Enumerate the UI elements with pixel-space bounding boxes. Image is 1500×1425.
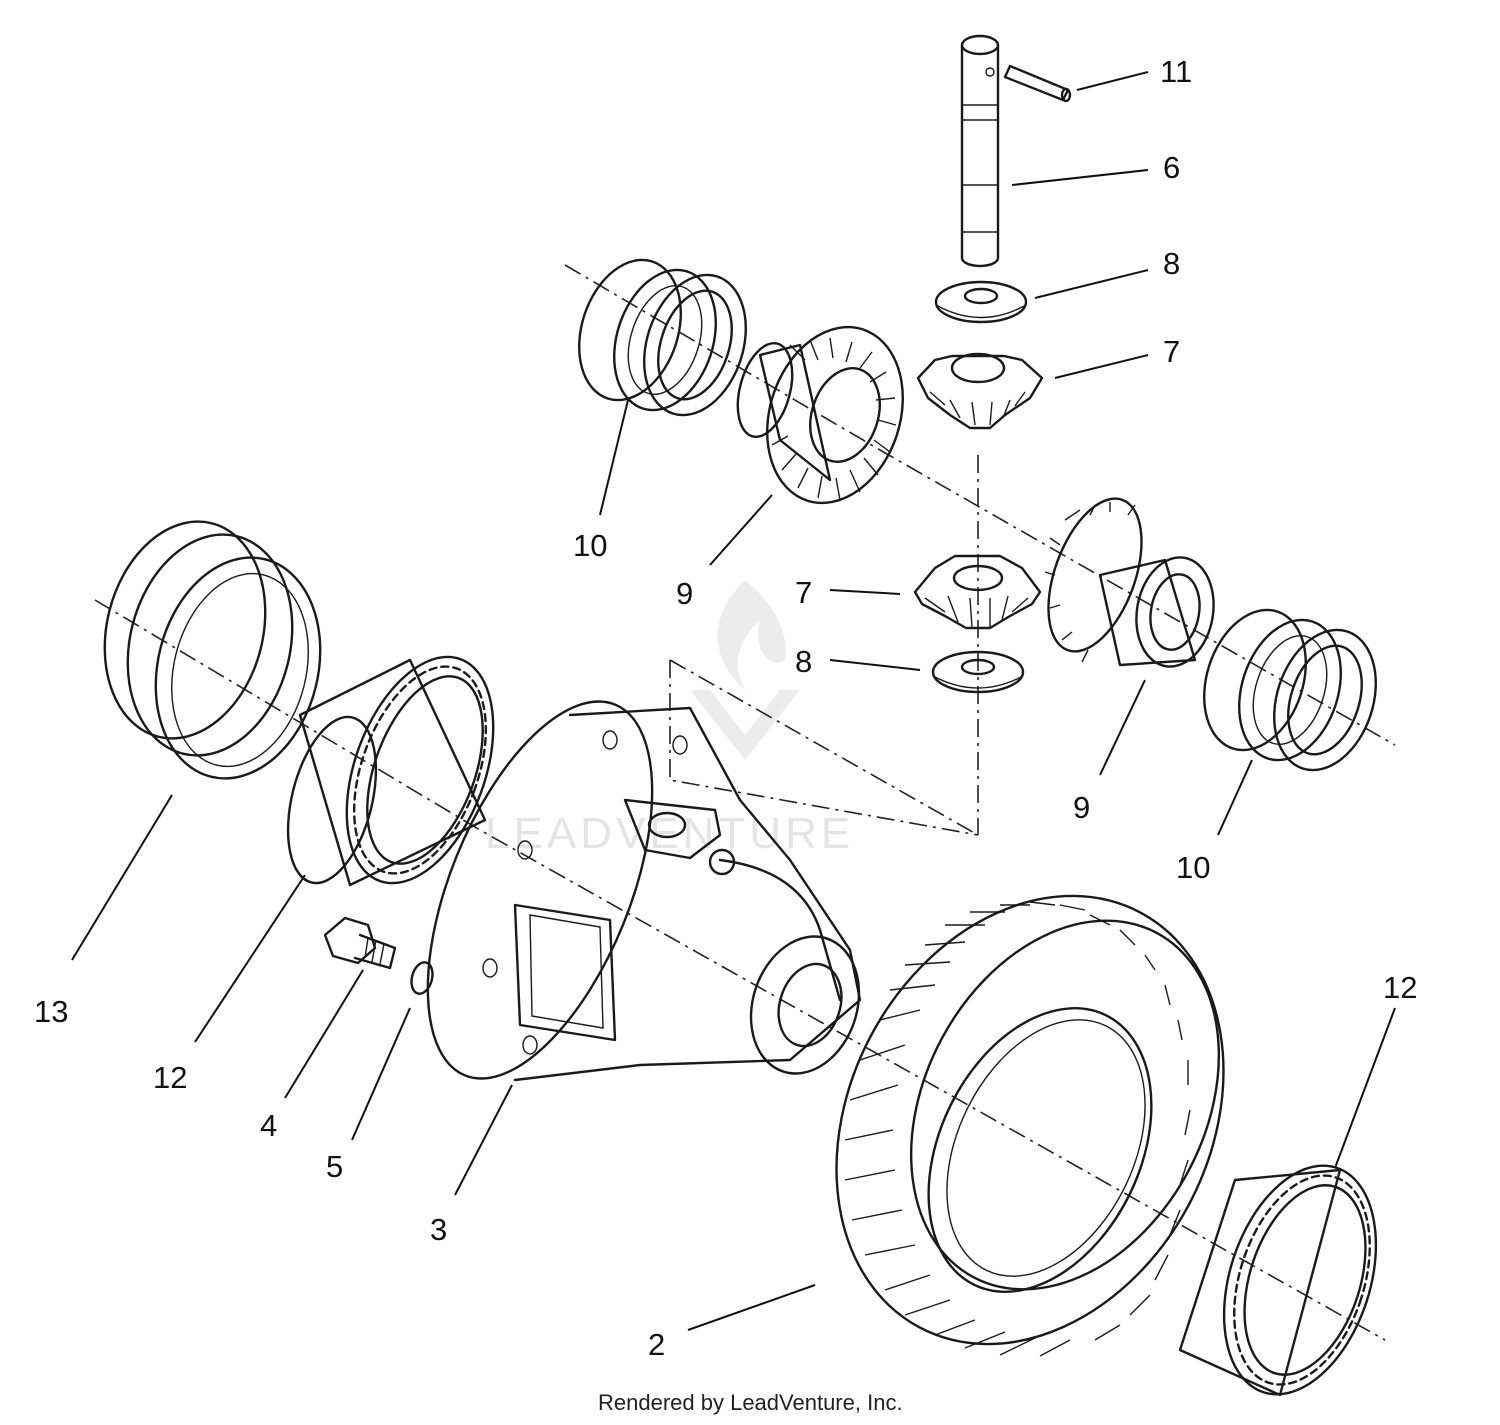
callout-7-upper: 7 [1163, 334, 1180, 369]
thrust-washer-part-8-upper [934, 280, 1028, 324]
callout-9-upper: 9 [676, 576, 693, 611]
side-gear-part-9-lower [1044, 497, 1215, 668]
callout-10-upper: 10 [573, 528, 607, 563]
lock-washer-part-5 [410, 961, 434, 995]
bearing-part-12-right [1178, 1164, 1378, 1397]
callout-3: 3 [430, 1212, 447, 1247]
callout-5: 5 [326, 1149, 343, 1184]
callout-2: 2 [648, 1327, 665, 1362]
watermark-text: LEADVENTURE [485, 809, 854, 858]
callout-13: 13 [34, 994, 68, 1029]
leader-lines [71, 71, 1396, 1331]
clutch-pack-part-10-upper [578, 258, 747, 417]
differential-case-part-3 [426, 700, 862, 1082]
assembly-axes [94, 264, 1396, 1341]
callout-10-lower: 10 [1176, 850, 1210, 885]
bolt-part-4 [323, 916, 397, 970]
callout-7-lower: 7 [795, 575, 812, 610]
side-gear-part-9-upper [736, 325, 904, 505]
callout-4: 4 [260, 1108, 277, 1143]
roll-pin-part-11 [1003, 64, 1072, 103]
callout-12-left: 12 [153, 1060, 187, 1095]
render-credit: Rendered by LeadVenture, Inc. [598, 1390, 903, 1415]
callout-12-right: 12 [1383, 970, 1417, 1005]
callout-11: 11 [1160, 54, 1192, 89]
thrust-washer-part-8-lower [931, 650, 1025, 694]
callout-8-lower: 8 [795, 644, 812, 679]
callout-8-upper: 8 [1163, 246, 1180, 281]
bearing-part-12-left [286, 655, 495, 887]
ring-gear-part-2 [835, 894, 1225, 1357]
callout-6: 6 [1163, 150, 1180, 185]
pinion-gear-part-7-lower [913, 554, 1042, 630]
watermark-logo: LEADVENTURE [485, 580, 854, 858]
pinion-gear-part-7-upper [916, 352, 1044, 430]
cross-shaft-part-6 [960, 34, 1000, 268]
shim-rings-part-13 [103, 520, 322, 780]
clutch-pack-part-10-lower [1203, 608, 1377, 772]
callout-labels: 11 6 8 7 10 9 7 8 9 10 13 12 4 5 3 12 2 [34, 54, 1417, 1362]
callout-9-lower: 9 [1073, 790, 1090, 825]
